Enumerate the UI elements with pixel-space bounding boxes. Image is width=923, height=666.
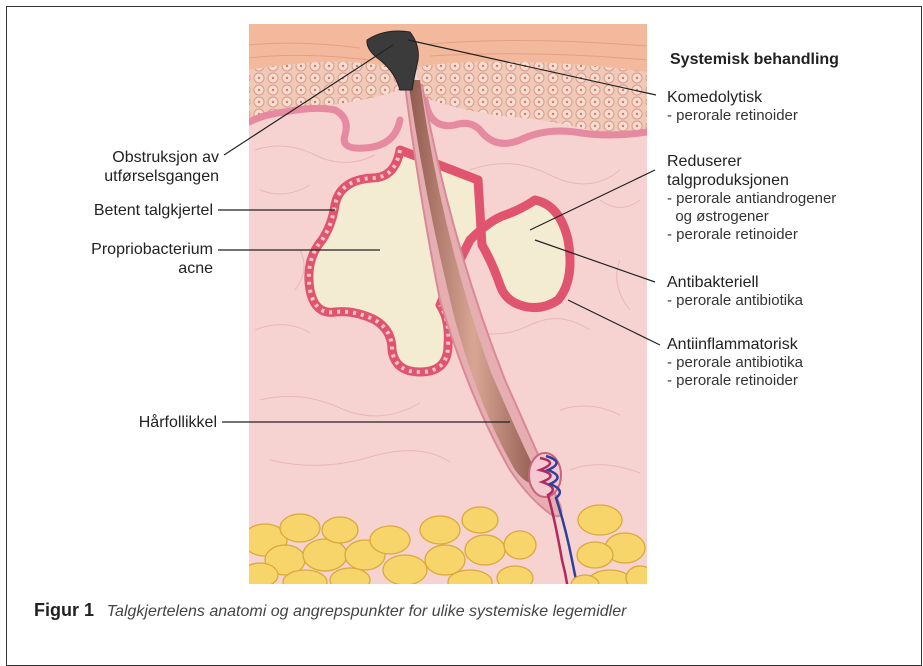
group-item: - perorale antiandrogener — [667, 190, 836, 208]
group-antibacterial: Antibakteriell - perorale antibiotika — [667, 273, 803, 310]
group-title: Antibakteriell — [667, 273, 803, 292]
group-item: og østrogener — [667, 208, 836, 226]
bacterium-label: Propriobacterium acne — [91, 240, 213, 278]
figure-caption: Figur 1 Talgkjertelens anatomi og angrep… — [34, 600, 626, 621]
bacterium-label-line1: Propriobacterium — [91, 240, 213, 259]
group-title-line2: talgproduksjonen — [667, 171, 836, 190]
caption-text: Talgkjertelens anatomi og angrepspunkter… — [107, 603, 627, 620]
group-item: - perorale retinoider — [667, 372, 803, 390]
obstruction-label-line2: utførselsgangen — [104, 167, 219, 186]
follicle-label: Hårfollikkel — [139, 413, 217, 432]
group-sebum-reduction: Reduserer talgproduksjonen - perorale an… — [667, 152, 836, 244]
subcutaneous-fat — [242, 505, 654, 595]
group-item: - perorale antibiotika — [667, 292, 803, 310]
group-title: Komedolytisk — [667, 88, 798, 107]
group-item: - perorale retinoider — [667, 107, 798, 125]
obstruction-label-line1: Obstruksjon av — [104, 148, 219, 167]
group-title: Reduserer — [667, 152, 836, 171]
group-title: Antiinflammatorisk — [667, 335, 803, 354]
gland-label: Betent talgkjertel — [94, 201, 213, 220]
obstruction-label: Obstruksjon av utførselsgangen — [104, 148, 219, 186]
group-item: - perorale retinoider — [667, 226, 836, 244]
treatment-heading: Systemisk behandling — [670, 50, 839, 69]
caption-label: Figur 1 — [34, 600, 94, 620]
group-antiinflammatory: Antiinflammatorisk - perorale antibiotik… — [667, 335, 803, 390]
group-item: - perorale antibiotika — [667, 354, 803, 372]
bacterium-label-line2: acne — [91, 259, 213, 278]
group-comedolytic: Komedolytisk - perorale retinoider — [667, 88, 798, 125]
